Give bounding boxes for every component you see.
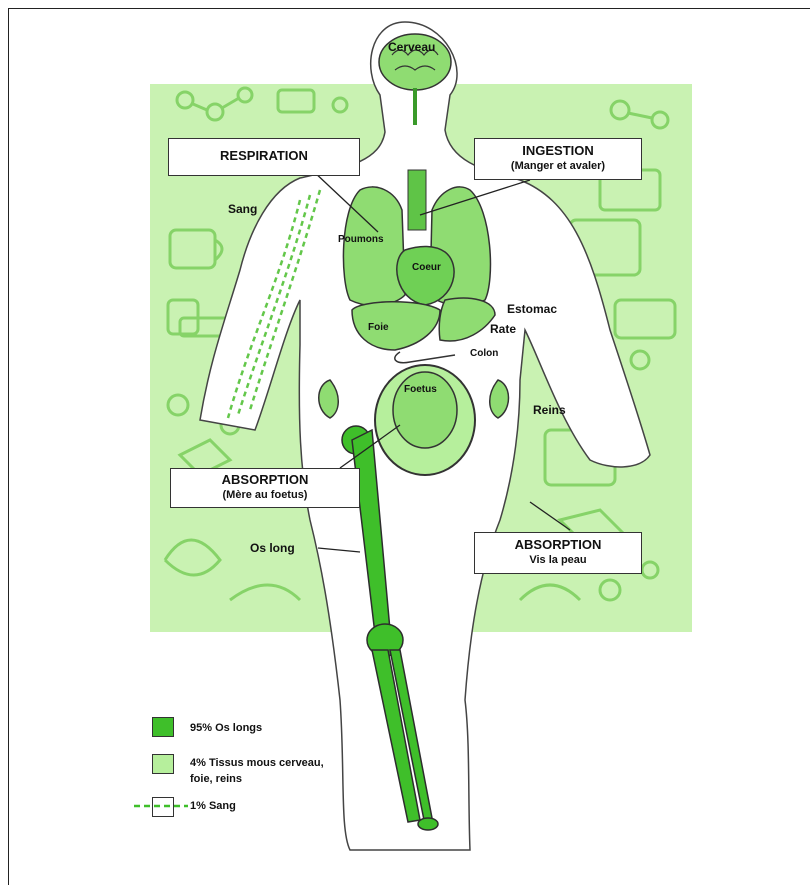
absorption-skin-subtitle: Vis la peau bbox=[475, 553, 641, 567]
label-spleen: Rate bbox=[490, 322, 516, 336]
label-lungs: Poumons bbox=[338, 234, 384, 245]
legend-blood-line bbox=[134, 801, 188, 811]
label-long-bone: Os long bbox=[250, 541, 295, 555]
absorption-skin-box: ABSORPTION Vis la peau bbox=[474, 532, 642, 574]
label-liver: Foie bbox=[368, 322, 389, 333]
respiration-box: RESPIRATION bbox=[168, 138, 360, 176]
respiration-title: RESPIRATION bbox=[220, 148, 308, 163]
trachea bbox=[408, 170, 426, 230]
legend-label-long-bones: 95% Os longs bbox=[190, 722, 262, 734]
legend-swatch-long-bones bbox=[152, 717, 174, 737]
label-brain: Cerveau bbox=[388, 40, 435, 54]
ingestion-title: INGESTION bbox=[522, 143, 594, 158]
label-blood: Sang bbox=[228, 202, 257, 216]
label-colon: Colon bbox=[470, 348, 498, 359]
legend-label-soft-tissue-line1: 4% Tissus mous cerveau, bbox=[190, 757, 324, 769]
legend-label-soft-tissue-line2: foie, reins bbox=[190, 773, 242, 785]
absorption-mother-box: ABSORPTION (Mère au foetus) bbox=[170, 468, 360, 508]
legend-swatch-soft-tissue bbox=[152, 754, 174, 774]
absorption-skin-title: ABSORPTION bbox=[515, 537, 602, 552]
label-kidneys: Reins bbox=[533, 403, 566, 417]
legend-label-blood: 1% Sang bbox=[190, 800, 236, 812]
label-stomach: Estomac bbox=[507, 302, 557, 316]
absorption-mother-subtitle: (Mère au foetus) bbox=[171, 488, 359, 502]
ingestion-subtitle: (Manger et avaler) bbox=[475, 159, 641, 173]
label-fetus: Foetus bbox=[404, 384, 437, 395]
label-heart: Coeur bbox=[412, 262, 441, 273]
ingestion-box: INGESTION (Manger et avaler) bbox=[474, 138, 642, 180]
uterus-organ bbox=[375, 365, 475, 475]
absorption-mother-title: ABSORPTION bbox=[222, 472, 309, 487]
